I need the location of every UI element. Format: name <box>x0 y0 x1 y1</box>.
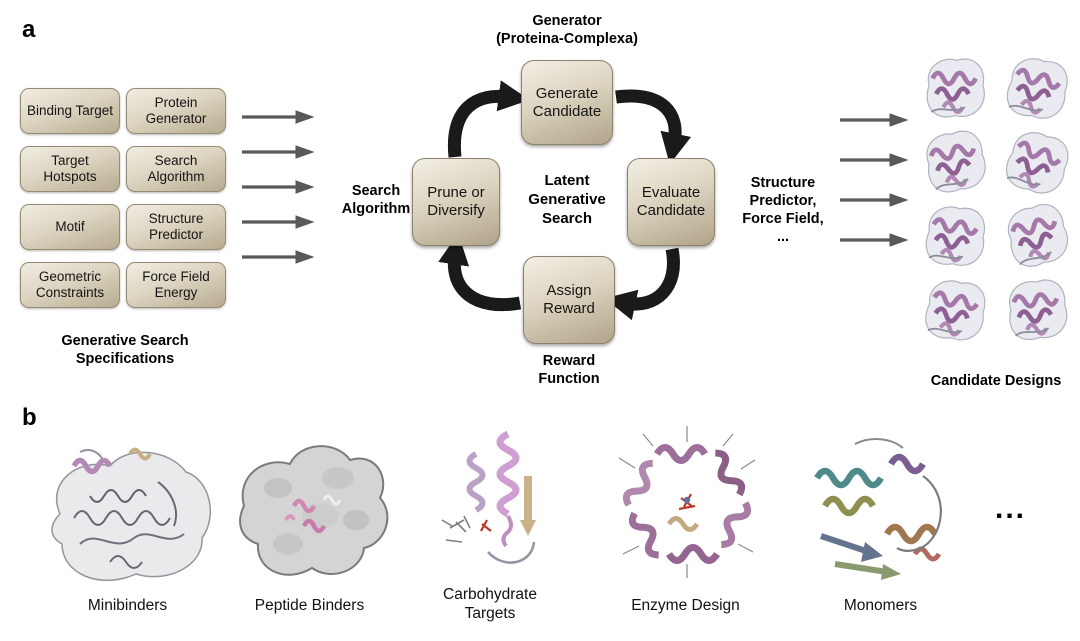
peptide-binders-image <box>239 445 389 576</box>
beta-strand <box>520 476 536 536</box>
binder-helix <box>71 447 152 475</box>
cycle-arrows <box>438 80 692 321</box>
caption-minibinders: Minibinders <box>87 597 168 614</box>
caption-carbohydrate-targets: Carbohydrate Targets <box>443 586 537 622</box>
spec-box-structure-predictor: Structure Predictor <box>126 204 226 250</box>
arrow-prune-to-generate <box>447 80 530 158</box>
input-arrows <box>242 110 315 264</box>
candidate-design-thumbnail <box>998 52 1072 124</box>
arrow-assign-to-prune <box>438 233 522 311</box>
candidate-design-thumbnail <box>998 126 1072 198</box>
latent-generative-search-label: Latent Generative Search <box>528 172 606 227</box>
spec-box-search-algorithm: Search Algorithm <box>126 146 226 192</box>
candidate-design-thumbnail <box>998 274 1072 346</box>
more-categories-ellipsis: ... <box>995 492 1027 525</box>
candidate-design-thumbnail <box>998 200 1072 272</box>
candidate-designs-caption: Candidate Designs <box>930 373 1062 389</box>
candidate-design-thumbnail <box>916 200 990 272</box>
spec-box-force-field-energy: Force Field Energy <box>126 262 226 308</box>
search-algorithm-label: Search Algorithm <box>341 183 411 218</box>
generator-label-line1: Generator <box>532 13 602 29</box>
spec-box-binding-target: Binding Target <box>20 88 120 134</box>
generator-label: Generator (Proteina-Complexa) <box>447 12 687 48</box>
spec-box-geometric-constraints: Geometric Constraints <box>20 262 120 308</box>
output-arrows <box>840 113 909 247</box>
carbohydrate-targets-image <box>441 430 536 564</box>
panel-b-label: b <box>22 404 37 431</box>
spec-box-motif: Motif <box>20 204 120 250</box>
minibinders-image <box>51 447 211 582</box>
prune-diversify-box: Prune or Diversify <box>412 158 500 246</box>
caption-enzyme-design: Enzyme Design <box>631 597 740 614</box>
arrow-generate-to-evaluate <box>615 89 692 165</box>
helix-ring <box>622 444 752 564</box>
beta-strands <box>820 533 901 580</box>
connecting-loops <box>854 438 942 552</box>
panel-a-label: a <box>22 16 36 43</box>
peptide-helices <box>284 494 342 534</box>
evaluator-label: Structure Predictor, Force Field, ... <box>742 175 824 246</box>
evaluate-candidate-box: Evaluate Candidate <box>627 158 715 246</box>
candidate-design-thumbnail <box>916 274 990 346</box>
reward-function-label: Reward Function <box>538 353 600 388</box>
generate-candidate-box: Generate Candidate <box>521 60 613 145</box>
arrow-evaluate-to-assign <box>604 247 680 321</box>
ribbon-helices <box>466 430 536 564</box>
spec-box-target-hotspots: Target Hotspots <box>20 146 120 192</box>
carbohydrate-sticks <box>441 515 492 543</box>
monomers-image <box>814 438 942 580</box>
active-site-ion <box>683 496 691 504</box>
caption-peptide-binders: Peptide Binders <box>254 597 365 614</box>
spec-caption: Generative Search Specifications <box>61 333 189 368</box>
caption-monomers: Monomers <box>843 597 918 614</box>
spec-box-protein-generator: Protein Generator <box>126 88 226 134</box>
protein-loops <box>73 481 185 569</box>
generator-label-line2: (Proteina-Complexa) <box>496 31 638 48</box>
sidechain-sticks <box>618 426 756 578</box>
candidate-design-thumbnail <box>916 52 990 124</box>
candidate-design-thumbnail <box>916 126 990 198</box>
assign-reward-box: Assign Reward <box>523 256 615 344</box>
candidate-designs-grid <box>916 52 1072 346</box>
enzyme-design-image <box>618 426 756 578</box>
